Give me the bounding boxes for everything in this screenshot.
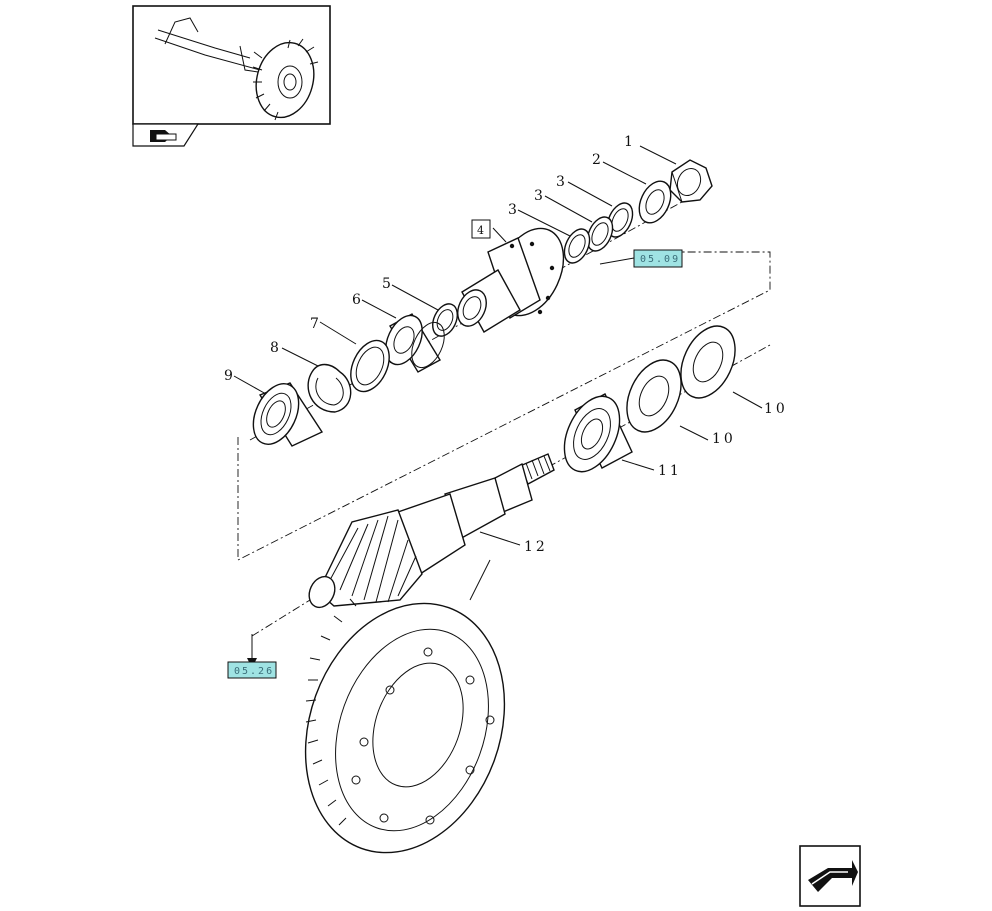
reference-tag-lower-text: 05.26 xyxy=(234,666,274,677)
part-7-ring[interactable] xyxy=(343,334,397,397)
reference-tag-lower[interactable]: 05.26 xyxy=(227,661,277,679)
callout-3b[interactable]: 3 xyxy=(534,188,546,204)
part-3-shim-b[interactable] xyxy=(582,213,617,255)
callout-12[interactable]: 12 xyxy=(524,539,548,555)
callout-10b[interactable]: 10 xyxy=(712,431,736,447)
part-8-snap-ring[interactable] xyxy=(307,363,352,413)
callout-4-box xyxy=(471,219,491,239)
callout-11[interactable]: 11 xyxy=(658,463,682,479)
callout-5[interactable]: 5 xyxy=(382,276,394,292)
reference-tag-upper[interactable]: 05.09 xyxy=(633,249,683,268)
leader-lines xyxy=(233,145,763,664)
part-10-washer-b[interactable] xyxy=(616,351,692,440)
part-9-bearing[interactable] xyxy=(244,377,324,452)
callout-9[interactable]: 9 xyxy=(224,368,236,384)
part-12-pinion-gear-set[interactable] xyxy=(272,453,555,881)
reference-tag-upper-text: 05.09 xyxy=(640,254,680,265)
callout-3c[interactable]: 3 xyxy=(508,202,520,218)
callout-7[interactable]: 7 xyxy=(310,316,322,332)
callout-3a[interactable]: 3 xyxy=(556,174,568,190)
callout-labels: 1 2 3 3 3 4 5 6 7 8 9 10 10 11 12 xyxy=(224,134,788,555)
part-3-shim-a[interactable] xyxy=(602,199,637,241)
callout-6[interactable]: 6 xyxy=(352,292,364,308)
location-thumbnail[interactable] xyxy=(132,5,331,147)
part-1-nut[interactable] xyxy=(669,159,713,203)
part-11-bearing[interactable] xyxy=(553,388,633,481)
book-arrow-icon[interactable] xyxy=(150,130,177,142)
part-4-housing[interactable] xyxy=(452,218,576,333)
callout-10a[interactable]: 10 xyxy=(764,401,788,417)
callout-4[interactable]: 4 xyxy=(477,224,484,237)
part-6-bushing[interactable] xyxy=(379,310,451,373)
callout-2[interactable]: 2 xyxy=(592,152,604,168)
part-5-ring[interactable] xyxy=(428,300,462,340)
next-page-arrow-icon[interactable] xyxy=(799,845,861,907)
callout-8[interactable]: 8 xyxy=(270,340,282,356)
callout-1[interactable]: 1 xyxy=(624,134,636,150)
part-2-washer[interactable] xyxy=(633,176,677,228)
part-3-shim-c[interactable] xyxy=(559,225,594,267)
tractor-wheel-thumbnail-icon xyxy=(154,17,319,121)
part-10-washer-a[interactable] xyxy=(670,317,746,406)
